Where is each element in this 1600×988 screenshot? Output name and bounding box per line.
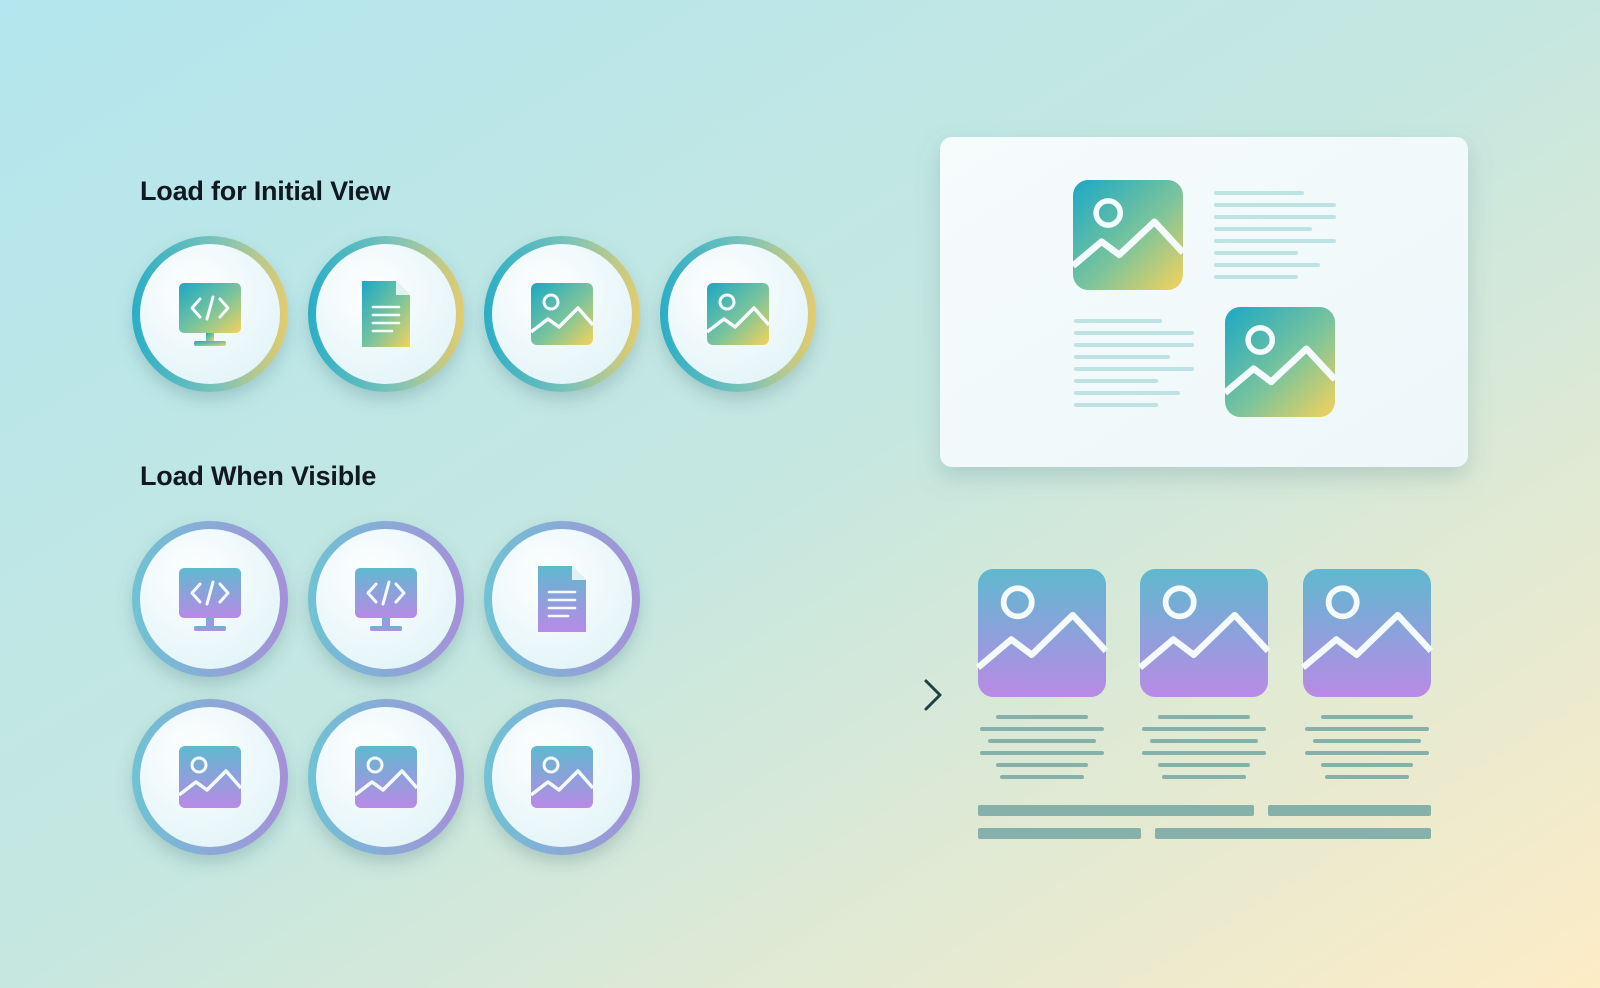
- text-lines-bottom: [1074, 319, 1194, 407]
- caption-lines: [1305, 715, 1429, 779]
- code-icon: [355, 568, 417, 631]
- caption-lines: [980, 715, 1104, 779]
- image-icon: [705, 283, 771, 345]
- initial-section-title: Load for Initial View: [140, 176, 391, 206]
- caption-lines: [1142, 715, 1266, 779]
- image-icon: [177, 746, 243, 808]
- visible-section-title: Load When Visible: [140, 461, 377, 491]
- resource-circle-image: [660, 236, 816, 392]
- image-icon: [529, 283, 595, 345]
- resource-circle-code: [308, 521, 464, 677]
- resource-circle-image: [484, 699, 640, 855]
- resource-circle-code: [132, 236, 288, 392]
- image-icon: [975, 569, 1109, 697]
- code-icon: [179, 283, 241, 346]
- arrow-visible-to-layout: [600, 679, 942, 711]
- image-icon: [1300, 569, 1434, 697]
- resource-circle-image: [132, 699, 288, 855]
- image-icon: [1222, 307, 1338, 417]
- footer-bars: [978, 805, 1431, 839]
- document-icon: [362, 281, 410, 347]
- initial-view-row: [132, 236, 816, 392]
- resource-circle-document: [308, 236, 464, 392]
- document-icon: [538, 566, 586, 632]
- image-icon: [1070, 180, 1186, 290]
- resource-circle-document: [484, 521, 640, 677]
- resource-circle-image: [308, 699, 464, 855]
- resource-circle-image: [484, 236, 640, 392]
- initial-view-page-card: [940, 137, 1468, 467]
- image-icon: [529, 746, 595, 808]
- code-icon: [179, 568, 241, 631]
- image-icon: [353, 746, 419, 808]
- image-icon: [1137, 569, 1271, 697]
- text-lines-top: [1214, 191, 1336, 279]
- resource-circle-code: [132, 521, 288, 677]
- visible-grid: [132, 521, 640, 855]
- visible-layout: [975, 569, 1434, 839]
